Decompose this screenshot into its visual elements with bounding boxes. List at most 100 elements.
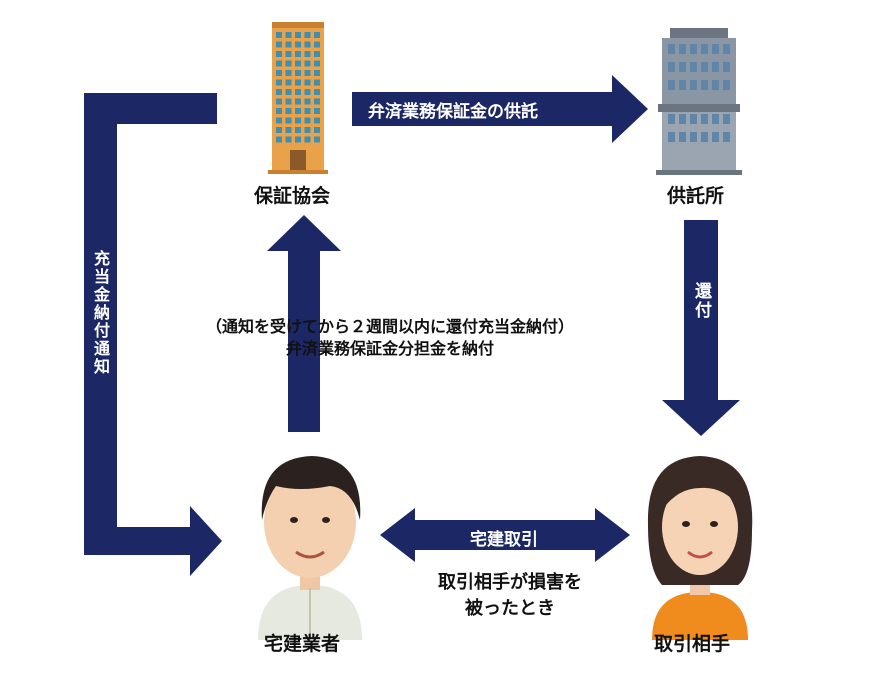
- office-window: [712, 114, 719, 124]
- tower-window: [314, 127, 320, 133]
- office-window: [679, 62, 686, 72]
- refund-arrow: [662, 220, 740, 436]
- office-window: [668, 114, 675, 124]
- tower-window: [314, 70, 320, 76]
- counterparty-label: 取引相手: [654, 633, 731, 655]
- tower-window: [285, 98, 292, 105]
- tower-window: [304, 79, 311, 86]
- depository-label: 供託所: [667, 185, 725, 207]
- office-window: [668, 44, 675, 54]
- tower-window: [314, 117, 320, 124]
- office-window: [690, 114, 697, 124]
- tower-window: [295, 89, 301, 95]
- tower-window: [295, 98, 301, 105]
- office-window: [679, 44, 686, 54]
- office-window: [712, 62, 719, 72]
- office-window: [701, 44, 708, 54]
- tower-window: [276, 32, 282, 38]
- tower-window: [295, 51, 301, 57]
- tower-window: [285, 41, 292, 48]
- office-window: [701, 114, 708, 124]
- tower-window: [295, 108, 301, 114]
- tower-window: [314, 41, 320, 48]
- damage-note: 取引相手が損害を 被ったとき: [400, 570, 620, 622]
- tower-window: [304, 32, 311, 38]
- tower-window: [304, 127, 311, 133]
- tower-window: [276, 51, 282, 57]
- tower-window: [295, 32, 301, 38]
- tower-window: [304, 117, 311, 124]
- tower-window: [314, 79, 320, 86]
- tower-window: [285, 60, 292, 67]
- payment-note-line2: 弁済業務保証金分担金を納付: [285, 339, 494, 358]
- tower-window: [285, 108, 292, 114]
- office-window: [690, 80, 697, 90]
- tower-window: [314, 136, 320, 143]
- tower-window: [285, 136, 292, 143]
- office-window: [668, 80, 675, 90]
- office-window: [679, 132, 686, 142]
- tower-window: [295, 41, 301, 48]
- payment-note: （通知を受けてから２週間以内に還付充当金納付） 弁済業務保証金分担金を納付: [150, 316, 630, 360]
- counterparty-avatar: [647, 456, 753, 640]
- tower-window: [304, 51, 311, 57]
- office-window: [690, 132, 697, 142]
- tower-window: [285, 117, 292, 124]
- office-window: [679, 80, 686, 90]
- tower-window: [314, 98, 320, 105]
- tower-window: [276, 89, 282, 95]
- tower-window: [304, 70, 311, 76]
- office-window: [712, 80, 719, 90]
- tower-window: [276, 117, 282, 124]
- tower-window: [304, 41, 311, 48]
- tower-window: [295, 127, 301, 133]
- payment-arrow: [267, 215, 341, 432]
- tower-window: [304, 89, 311, 95]
- office-window: [679, 114, 686, 124]
- tower-window: [285, 89, 292, 95]
- tower-window: [304, 60, 311, 67]
- office-window: [723, 132, 730, 142]
- tower-window: [285, 32, 292, 38]
- tower-window: [295, 117, 301, 124]
- office-window: [690, 62, 697, 72]
- tower-window: [304, 108, 311, 114]
- tower-window: [295, 136, 301, 143]
- tower-window: [314, 51, 320, 57]
- office-window: [701, 62, 708, 72]
- tower-window: [304, 98, 311, 105]
- deposit-arrow: [352, 75, 648, 143]
- tower-window: [314, 60, 320, 67]
- tower-window: [276, 108, 282, 114]
- deposit-label: 弁済業務保証金の供託: [368, 102, 538, 122]
- office-window: [701, 80, 708, 90]
- damage-note-line1: 取引相手が損害を: [438, 572, 582, 593]
- refund-label: 還付: [691, 282, 711, 320]
- damage-note-line2: 被ったとき: [465, 598, 555, 619]
- office-window: [723, 114, 730, 124]
- notice-label: 充当金納付通知: [91, 250, 110, 376]
- office-window: [701, 132, 708, 142]
- transaction-arrow: [380, 508, 630, 562]
- tower-window: [276, 79, 282, 86]
- notice-arrow: [84, 93, 222, 576]
- tower-window: [295, 60, 301, 67]
- office-window: [723, 80, 730, 90]
- payment-note-line1: （通知を受けてから２週間以内に還付充当金納付）: [205, 317, 574, 336]
- tower-window: [314, 89, 320, 95]
- tower-window: [295, 79, 301, 86]
- association-building-icon: [268, 22, 328, 174]
- office-window: [712, 132, 719, 142]
- tower-window: [285, 127, 292, 133]
- tower-window: [285, 51, 292, 57]
- office-window: [668, 62, 675, 72]
- tower-window: [276, 70, 282, 76]
- transaction-label: 宅建取引: [470, 530, 538, 550]
- tower-window: [276, 136, 282, 143]
- office-window: [723, 44, 730, 54]
- broker-label: 宅建業者: [264, 633, 341, 655]
- tower-window: [276, 127, 282, 133]
- office-window: [668, 132, 675, 142]
